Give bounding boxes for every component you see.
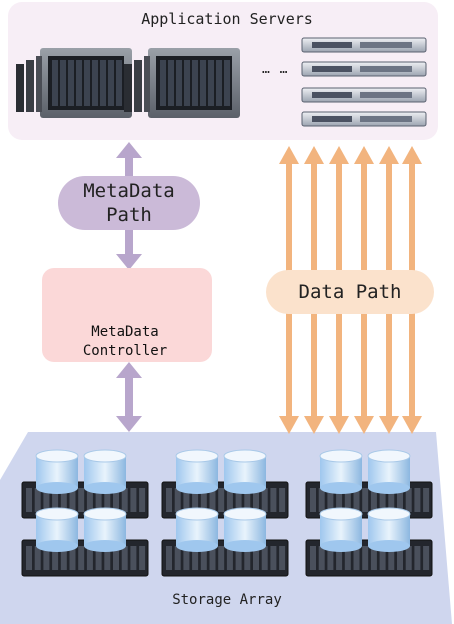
rack-server-4 [301,111,427,127]
storage-array-label: Storage Array [172,592,282,608]
storage-unit-6 [305,507,433,577]
disk-icon [367,449,411,494]
metadata-controller-panel [42,268,212,362]
metadata-path-label: MetaData Path [58,176,200,230]
disk-icon [319,507,363,552]
disk-icon [35,449,79,494]
disk-icon [223,507,267,552]
storage-units [21,449,433,577]
data-path-label: Data Path [266,270,434,314]
disk-icon [83,449,127,494]
rack-servers [301,37,427,127]
disk-icon [319,449,363,494]
storage-unit-4 [21,507,149,577]
application-servers-title: Application Servers [141,10,313,28]
disk-icon [367,507,411,552]
blade-server-2 [124,48,240,118]
rack-server-1 [301,37,427,53]
disk-icon [83,507,127,552]
disk-icon [175,507,219,552]
blade-server-1 [16,48,132,118]
disk-icon [35,507,79,552]
storage-unit-5 [161,507,289,577]
disk-icon [175,449,219,494]
rack-server-2 [301,61,427,77]
more-servers-ellipsis: … … [262,62,289,77]
rack-server-3 [301,87,427,103]
disk-icon [223,449,267,494]
metadata-controller-label: MetaData Controller [82,324,168,359]
